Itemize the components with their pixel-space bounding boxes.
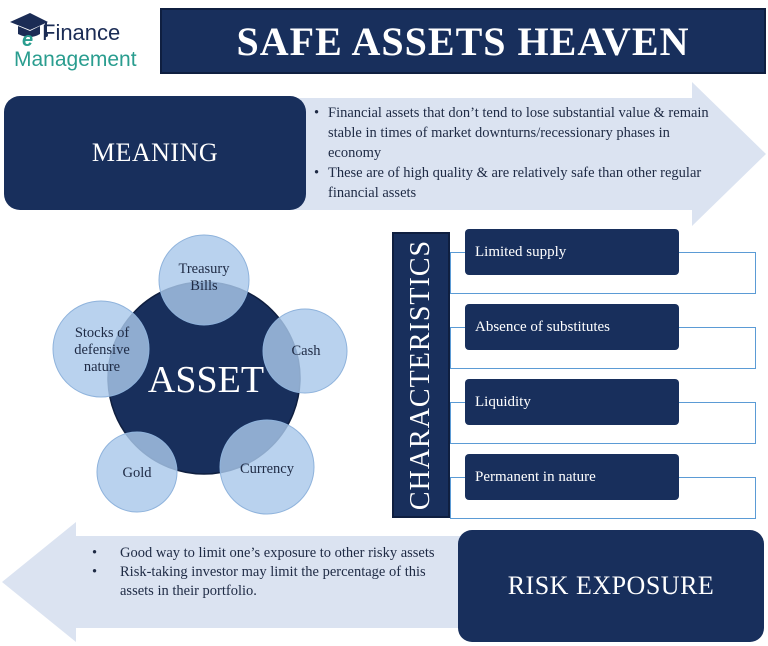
graduation-cap-icon: e [10, 13, 48, 50]
risk-exposure-label: RISK EXPOSURE [507, 571, 715, 600]
risk-bullet: Good way to limit one’s exposure to othe… [90, 544, 450, 563]
satellite-label-gold: Gold [122, 465, 152, 481]
satellite-circle-gold [96, 431, 178, 513]
asset-diagram [52, 234, 348, 515]
meaning-bullet: Financial assets that don’t tend to lose… [312, 103, 712, 163]
risk-exposure-bullets: Good way to limit one’s exposure to othe… [90, 544, 450, 601]
satellite-circle-cash [262, 308, 348, 394]
page-title: SAFE ASSETS HEAVEN [236, 18, 690, 64]
meaning-bullet: These are of high quality & are relative… [312, 163, 712, 203]
characteristic-item: Permanent in nature [465, 454, 679, 500]
asset-center-label: ASSET [147, 359, 265, 401]
satellite-label-currency: Currency [240, 461, 294, 477]
satellite-circle-currency [219, 419, 315, 515]
meaning-bullets: Financial assets that don’t tend to lose… [312, 103, 712, 203]
characteristic-item: Absence of substitutes [465, 304, 679, 350]
characteristics-header: CHARACTERISTICS [392, 232, 450, 518]
logo-text-finance: Finance [42, 20, 121, 45]
title-banner: SAFE ASSETS HEAVEN [160, 8, 766, 74]
risk-exposure-box: RISK EXPOSURE [458, 530, 764, 642]
meaning-label: MEANING [91, 138, 219, 167]
characteristic-item: Limited supply [465, 229, 679, 275]
satellite-circle-treasury-bills [158, 234, 250, 326]
satellite-label-cash: Cash [291, 343, 321, 359]
meaning-box: MEANING [4, 96, 306, 210]
logo-text-management: Management [14, 48, 137, 71]
characteristic-item: Liquidity [465, 379, 679, 425]
satellite-label-stocks: Stocks of defensive nature [74, 325, 130, 375]
satellite-label-treasury-bills: Treasury Bills [178, 261, 230, 294]
satellite-circle-stocks [52, 300, 150, 398]
risk-bullet: Risk-taking investor may limit the perce… [90, 563, 450, 601]
svg-text:e: e [22, 29, 33, 50]
brand-logo: e Finance Management [8, 10, 158, 72]
characteristics-label: CHARACTERISTICS [405, 239, 436, 511]
